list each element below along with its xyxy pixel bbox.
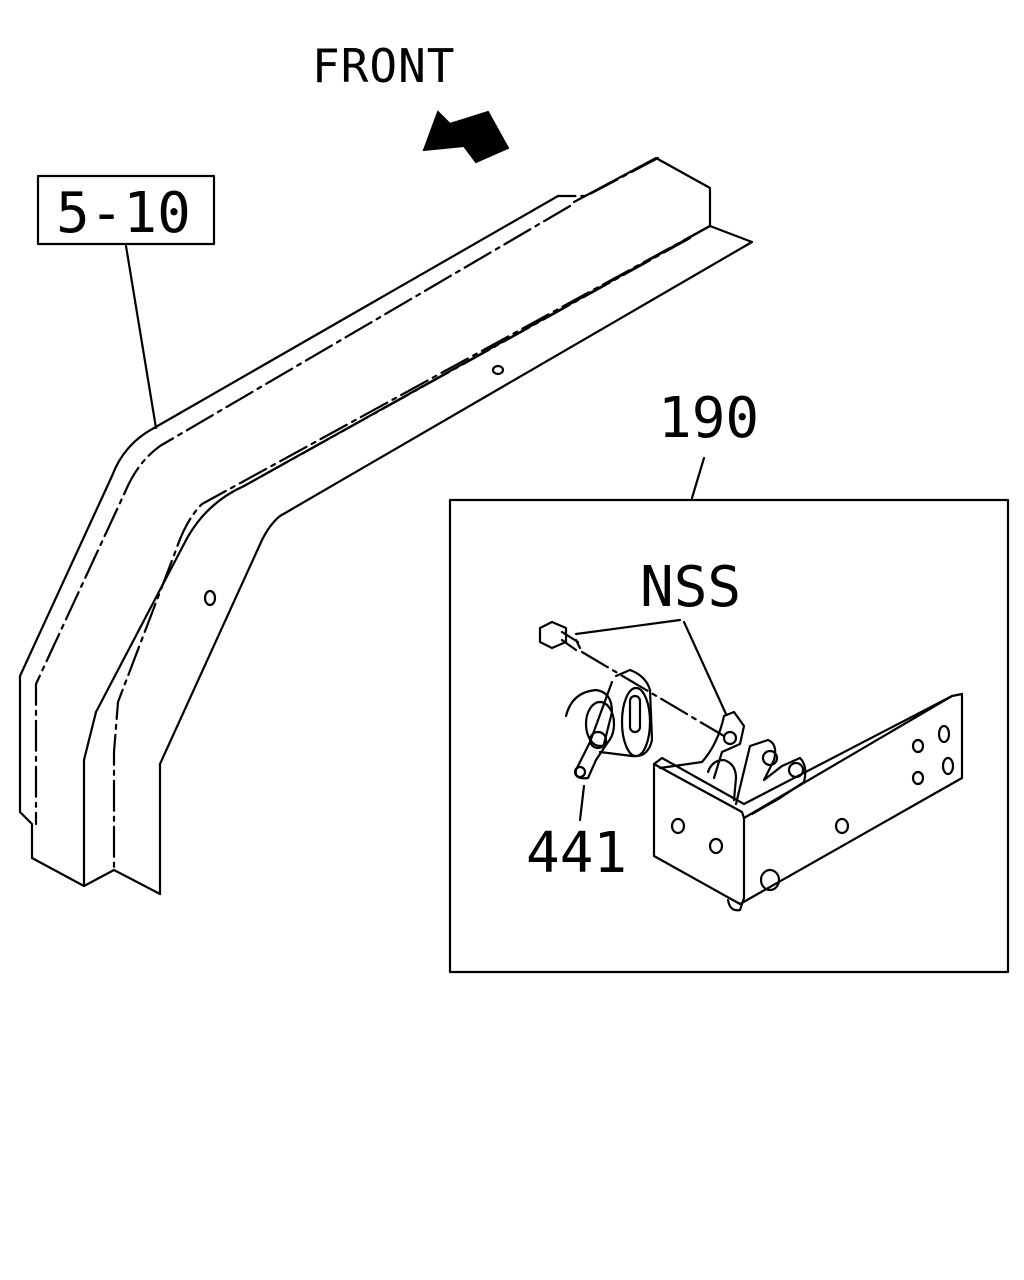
frame-rail xyxy=(18,156,754,896)
ref-label: 5-10 xyxy=(56,181,191,246)
rail-hole-side xyxy=(203,589,217,607)
bolt xyxy=(538,620,726,738)
nss-leader-line-2 xyxy=(682,620,728,716)
assembly-detail-frame xyxy=(448,498,1010,974)
part-leader-line xyxy=(578,784,586,822)
roller-part-441 xyxy=(564,668,654,780)
ref-box xyxy=(36,174,216,246)
assembly-number-label: 190 xyxy=(658,386,759,451)
assembly-leader-line xyxy=(690,456,706,500)
nss-label: NSS xyxy=(640,555,741,620)
front-label: FRONT xyxy=(312,39,455,93)
bracket xyxy=(652,692,964,912)
ref-leader-line xyxy=(124,244,158,430)
ref-callout: 5-10 xyxy=(36,174,216,430)
nss-leader-line-1 xyxy=(574,618,682,636)
arrow-up-left-icon xyxy=(422,110,510,164)
rail-hole-top xyxy=(491,364,505,376)
part-number-label: 441 xyxy=(526,821,627,886)
